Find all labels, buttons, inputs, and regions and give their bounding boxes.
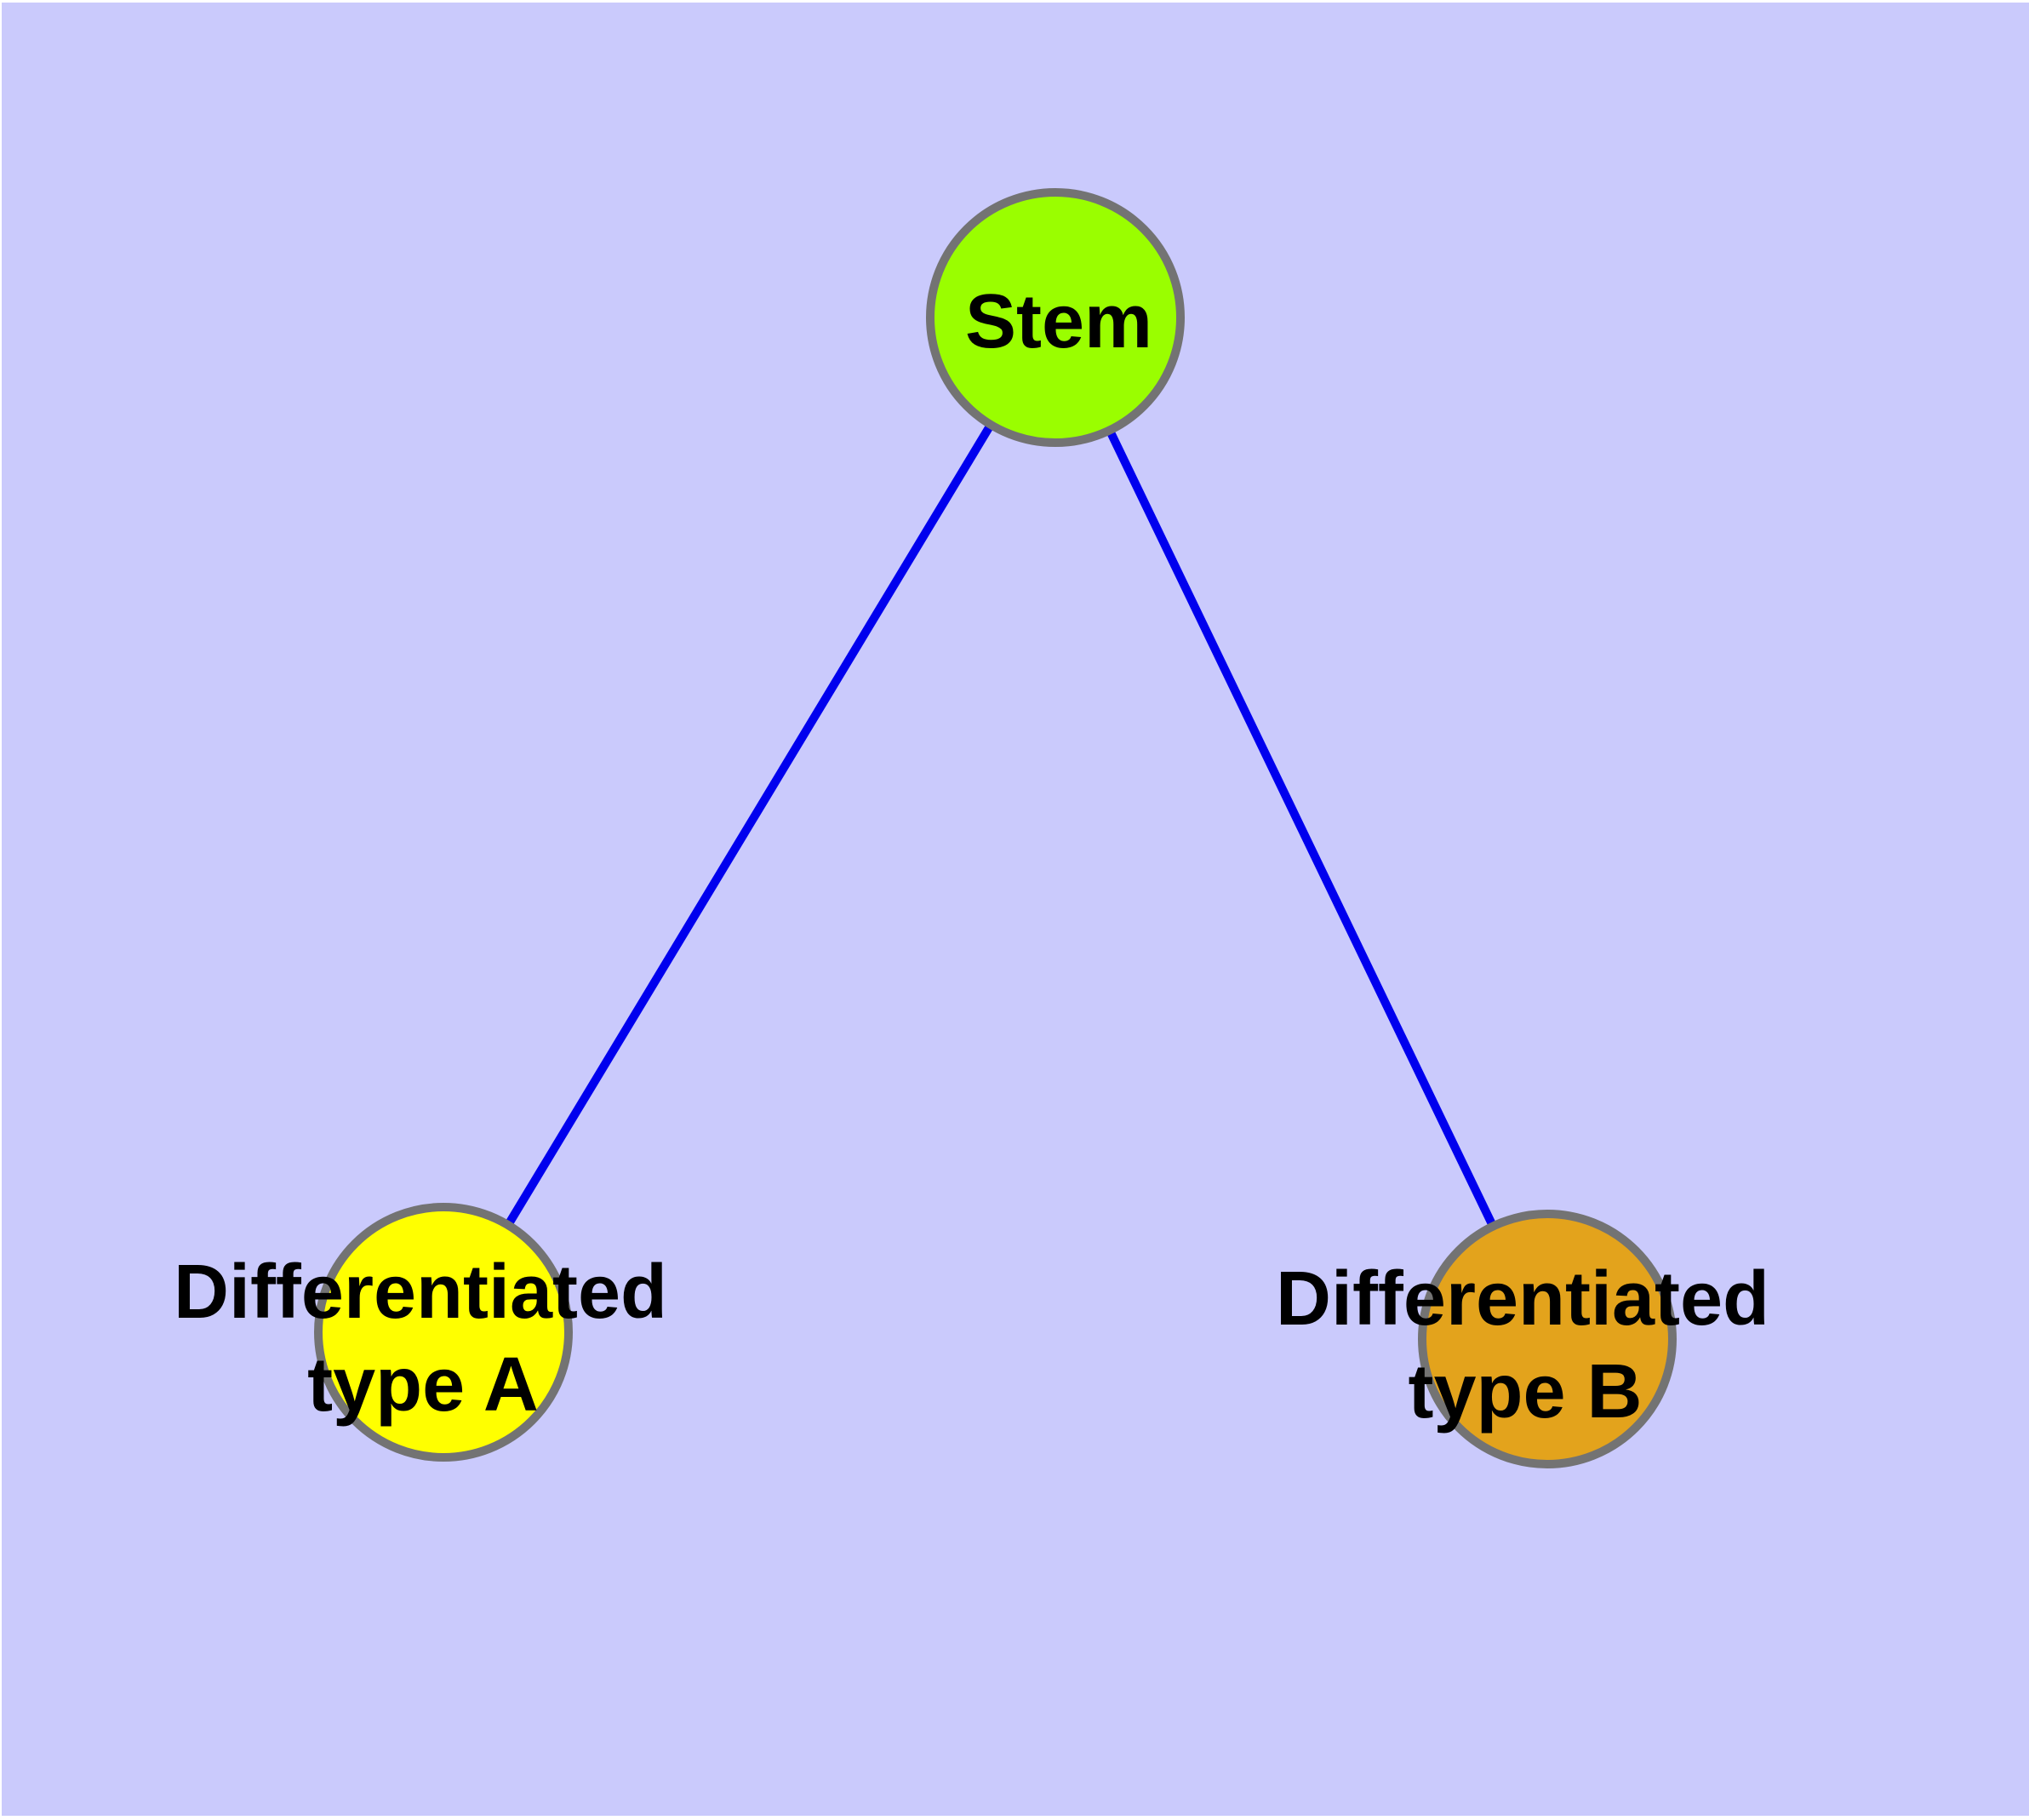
node-type-b-label-line2: type B xyxy=(1408,1349,1642,1434)
node-type-b-label-line1: Differentiated xyxy=(1276,1256,1769,1342)
node-stem: Stem xyxy=(926,188,1185,447)
node-type-b-circle xyxy=(1418,1210,1677,1468)
node-stem-label: Stem xyxy=(965,279,1152,364)
node-differentiated-type-b: Differentiated type B xyxy=(1276,1210,1769,1468)
edge-layer xyxy=(439,315,1552,1342)
node-type-a-circle xyxy=(314,1203,573,1462)
node-type-a-label-line2: type A xyxy=(307,1342,539,1428)
edge-stem-to-type-b xyxy=(1051,315,1552,1342)
node-stem-circle xyxy=(926,188,1185,447)
node-type-a-label-line1: Differentiated xyxy=(174,1250,667,1335)
node-differentiated-type-a: Differentiated type A xyxy=(174,1203,667,1462)
edge-stem-to-type-a xyxy=(439,315,1060,1335)
